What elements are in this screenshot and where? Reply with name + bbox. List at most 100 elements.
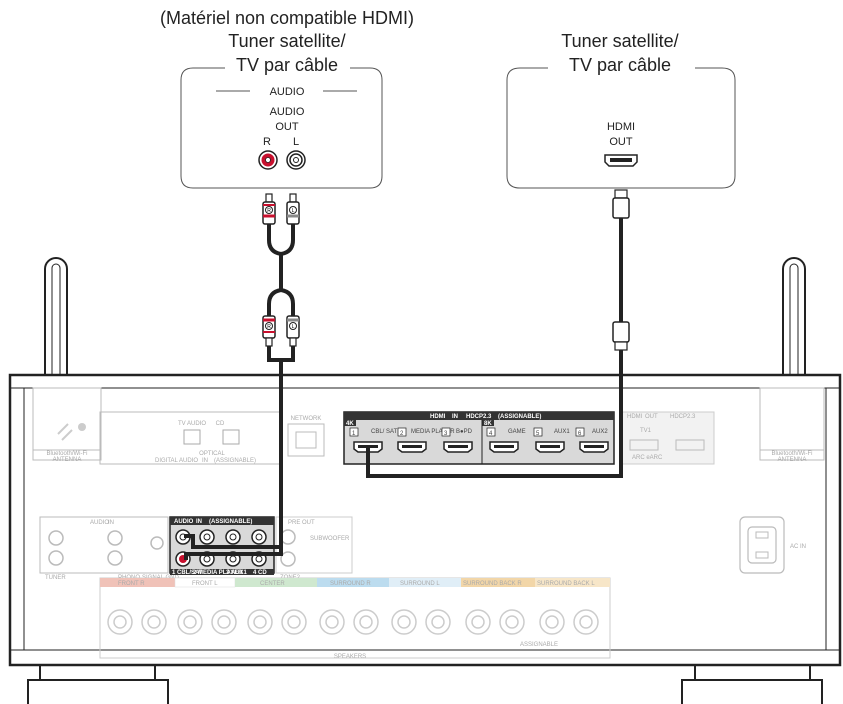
audio-in-jack-3l[interactable] [225, 529, 241, 545]
svg-text:3 AUX1: 3 AUX1 [226, 570, 247, 576]
hdmi-in-port-3[interactable] [443, 441, 473, 453]
svg-text:CD: CD [216, 421, 225, 427]
svg-text:IN: IN [452, 414, 458, 420]
svg-text:(ASSIGNABLE): (ASSIGNABLE) [498, 414, 541, 420]
svg-text:2: 2 [400, 431, 404, 437]
hdmi-input-panel: HDMI IN HDCP2.3 (ASSIGNABLE) 4K 8K 1 CBL… [343, 411, 615, 465]
svg-text:IN: IN [108, 520, 114, 526]
hdmi-output-section: HDMI OUT HDCP2.3 TV1 ARC eARC [621, 411, 715, 465]
svg-text:SURROUND L: SURROUND L [400, 581, 440, 587]
hdmi-in-port-5[interactable] [535, 441, 565, 453]
svg-text:1 CBL/SAT: 1 CBL/SAT [172, 570, 203, 576]
svg-text:CENTER: CENTER [260, 581, 285, 587]
svg-text:(ASSIGNABLE): (ASSIGNABLE) [214, 458, 256, 464]
hdmi-in-port-4[interactable] [489, 441, 519, 453]
svg-text:SURROUND R: SURROUND R [330, 581, 371, 587]
svg-text:TUNER: TUNER [45, 575, 66, 581]
svg-text:AUDIO: AUDIO [174, 519, 194, 525]
right-device-hdmi-label-2: OUT [609, 136, 633, 148]
left-device-out-label-1: AUDIO [270, 106, 305, 118]
left-device-l-jack[interactable] [286, 150, 306, 170]
audio-in-jack-4l[interactable] [251, 529, 267, 545]
right-device-hdmi-label-1: HDMI [607, 121, 635, 133]
svg-text:OPTICAL: OPTICAL [199, 451, 225, 457]
svg-text:IN: IN [202, 458, 208, 464]
right-device-title-1: Tuner satellite/ [561, 31, 678, 51]
svg-text:SURROUND BACK L: SURROUND BACK L [537, 581, 595, 587]
hdmi-plug-bottom[interactable] [612, 321, 630, 351]
svg-text:FRONT L: FRONT L [192, 581, 218, 587]
left-device-l-label: L [293, 136, 299, 148]
svg-text:FRONT R: FRONT R [118, 581, 145, 587]
network-port[interactable]: NETWORK [287, 416, 325, 457]
svg-text:B●PD: B●PD [456, 429, 473, 435]
svg-text:PRE OUT: PRE OUT [288, 520, 315, 526]
hdmi-in-port-1[interactable] [353, 441, 383, 453]
svg-text:2 MEDIA PLAYER: 2 MEDIA PLAYER [193, 570, 243, 576]
svg-text:HDCP2.3: HDCP2.3 [466, 414, 492, 420]
audio-in-jack-2l[interactable] [199, 529, 215, 545]
svg-text:ASSIGNABLE: ASSIGNABLE [520, 642, 558, 648]
svg-text:SURROUND BACK R: SURROUND BACK R [463, 581, 522, 587]
right-device-title-2: TV par câble [569, 55, 671, 75]
right-antenna [782, 257, 806, 391]
svg-text:HDMI: HDMI [627, 414, 643, 420]
ac-inlet[interactable]: AC IN [739, 516, 806, 574]
svg-text:(ASSIGNABLE): (ASSIGNABLE) [209, 519, 252, 525]
rca-cable: R L R L [184, 193, 300, 560]
svg-text:HDMI: HDMI [430, 414, 446, 420]
svg-text:R: R [267, 324, 271, 330]
svg-text:AUX2: AUX2 [592, 429, 608, 435]
svg-text:AUDIO: AUDIO [90, 520, 109, 526]
svg-text:4K: 4K [346, 421, 354, 427]
left-antenna [44, 257, 68, 391]
svg-text:ANTENNA: ANTENNA [53, 457, 82, 463]
svg-text:DIGITAL AUDIO: DIGITAL AUDIO [155, 458, 198, 464]
svg-text:AUX1: AUX1 [554, 429, 570, 435]
left-device-title-2: TV par câble [236, 55, 338, 75]
left-device: (Matériel non compatible HDMI) Tuner sat… [160, 8, 414, 189]
svg-text:CBL/ SAT: CBL/ SAT [371, 429, 398, 435]
receiver: Bluetooth/Wi-Fi ANTENNA Bluetooth/Wi-Fi … [8, 373, 842, 704]
left-antenna-base: Bluetooth/Wi-Fi ANTENNA [32, 387, 102, 463]
svg-text:MEDIA PLAYER: MEDIA PLAYER [411, 429, 455, 435]
svg-text:1: 1 [352, 431, 356, 437]
hdmi-cable [366, 189, 630, 478]
hdmi-plug-top[interactable] [612, 189, 630, 219]
svg-text:L: L [292, 324, 295, 330]
left-device-title-1: Tuner satellite/ [228, 31, 345, 51]
hdmi-in-port-6[interactable] [579, 441, 609, 453]
speaker-terminals: FRONT R FRONT L CENTER SURROUND R SURROU… [99, 577, 611, 660]
left-device-audio-header: AUDIO [270, 86, 305, 98]
svg-text:OUT: OUT [645, 414, 658, 420]
svg-text:4: 4 [489, 431, 493, 437]
left-device-out-label-2: OUT [275, 121, 299, 133]
rca-plug-r-bottom[interactable]: R [262, 315, 276, 347]
svg-text:SPEAKERS: SPEAKERS [334, 654, 366, 660]
hdmi-in-port-2[interactable] [397, 441, 427, 453]
svg-text:TV1: TV1 [640, 428, 652, 434]
svg-text:TV AUDIO: TV AUDIO [178, 421, 206, 427]
svg-text:GAME: GAME [508, 429, 526, 435]
svg-text:L: L [292, 208, 295, 214]
right-antenna-base: Bluetooth/Wi-Fi ANTENNA [759, 387, 825, 463]
svg-text:R: R [267, 208, 271, 214]
rca-plug-r-top[interactable]: R [262, 193, 276, 225]
rca-plug-l-bottom[interactable]: L [286, 315, 300, 347]
svg-text:SUBWOOFER: SUBWOOFER [310, 536, 350, 542]
svg-text:NETWORK: NETWORK [291, 416, 322, 422]
svg-text:HDCP2.3: HDCP2.3 [670, 414, 696, 420]
left-device-r-label: R [263, 136, 271, 148]
rca-plug-l-top[interactable]: L [286, 193, 300, 225]
svg-text:6: 6 [578, 431, 582, 437]
right-device-box [506, 67, 736, 189]
svg-text:Bluetooth/Wi-Fi: Bluetooth/Wi-Fi [771, 451, 812, 457]
svg-text:4 CD: 4 CD [253, 570, 267, 576]
svg-text:5: 5 [536, 431, 540, 437]
svg-text:ARC eARC: ARC eARC [632, 455, 663, 461]
svg-text:AC IN: AC IN [790, 544, 806, 550]
left-device-r-jack[interactable] [258, 150, 278, 170]
svg-text:8K: 8K [484, 421, 492, 427]
svg-text:3: 3 [444, 431, 448, 437]
